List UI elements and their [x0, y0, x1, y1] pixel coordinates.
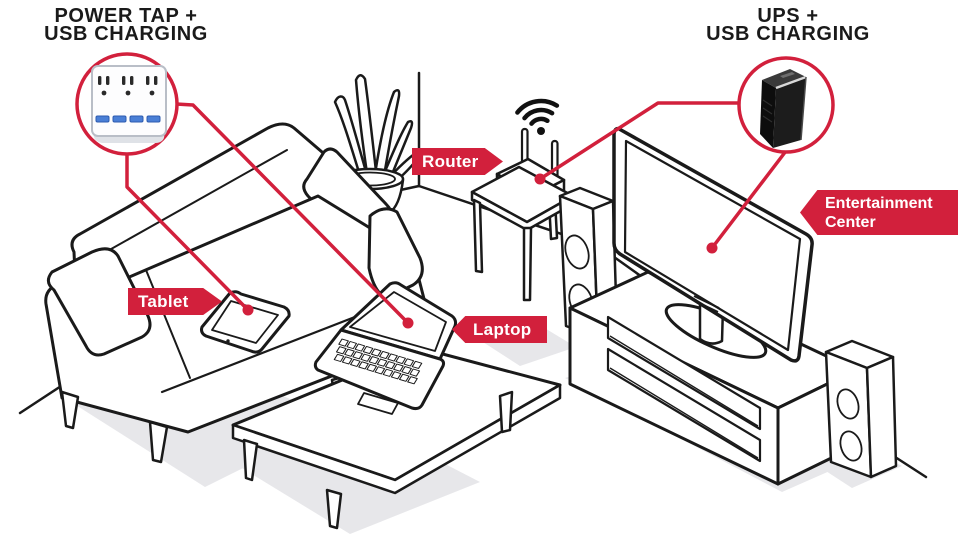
laptop-keyboard — [333, 338, 423, 385]
wifi-icon — [515, 98, 560, 135]
coffee-table-legs — [242, 390, 514, 530]
laptop — [313, 281, 458, 415]
leader-powertap-to-laptop — [174, 102, 410, 325]
ups-heading-line1: UPS + — [757, 5, 819, 27]
sofa-armrest-right — [367, 207, 424, 300]
leader-powertap-to-tablet — [125, 151, 250, 312]
laptop-screen — [339, 281, 458, 361]
sofa-seat-front-edge — [160, 306, 380, 394]
tablet-home-button — [226, 339, 230, 343]
entertainment-center-label-line1: Entertainment — [825, 194, 933, 212]
laptop-label-text: Laptop — [473, 319, 532, 339]
table-leg-front — [522, 226, 533, 302]
endpoint-dot-tablet — [242, 304, 254, 316]
endpoint-dot-router — [534, 173, 546, 185]
ups-callout — [737, 56, 835, 154]
speaker-right — [824, 339, 898, 479]
stand-shelves — [606, 315, 762, 463]
tv-bezel-vent — [693, 295, 720, 313]
power-tap-callout — [75, 52, 179, 156]
router-label: Router — [412, 148, 503, 175]
power-tap-heading: POWER TAP + USB CHARGING — [20, 5, 232, 45]
entertainment-center-label: Entertainment Center — [800, 190, 958, 235]
laptop-label: Laptop — [452, 316, 547, 343]
leader-ups-to-router — [538, 101, 742, 181]
tablet-label-text: Tablet — [138, 291, 189, 311]
entertainment-center-label-line2: Center — [825, 213, 876, 231]
endpoint-dot-laptop — [402, 317, 414, 329]
power-tap-usb-ports — [95, 115, 161, 123]
table-leg-left — [472, 198, 484, 274]
tablet-label: Tablet — [128, 288, 222, 315]
tablet — [200, 290, 291, 354]
sofa-armrest-left — [47, 247, 152, 357]
power-tap-outlets — [98, 76, 158, 96]
laptop-trackpad — [357, 392, 399, 415]
power-tap-heading-line2: USB CHARGING — [44, 23, 208, 45]
speaker-left — [558, 186, 619, 340]
ups-heading: UPS + USB CHARGING — [682, 5, 894, 45]
coffee-table-edge — [231, 383, 562, 495]
ups-battery-icon — [760, 69, 807, 148]
ups-heading-line2: USB CHARGING — [706, 23, 870, 45]
power-tap-outlet-icon — [91, 65, 167, 143]
endpoint-dot-tv — [706, 242, 718, 254]
router-label-text: Router — [422, 151, 479, 171]
power-tap-heading-line1: POWER TAP + — [54, 5, 198, 27]
leader-ups-to-tv — [710, 149, 788, 250]
leader-lines — [125, 101, 788, 325]
leader-endpoint-dots — [242, 173, 718, 329]
